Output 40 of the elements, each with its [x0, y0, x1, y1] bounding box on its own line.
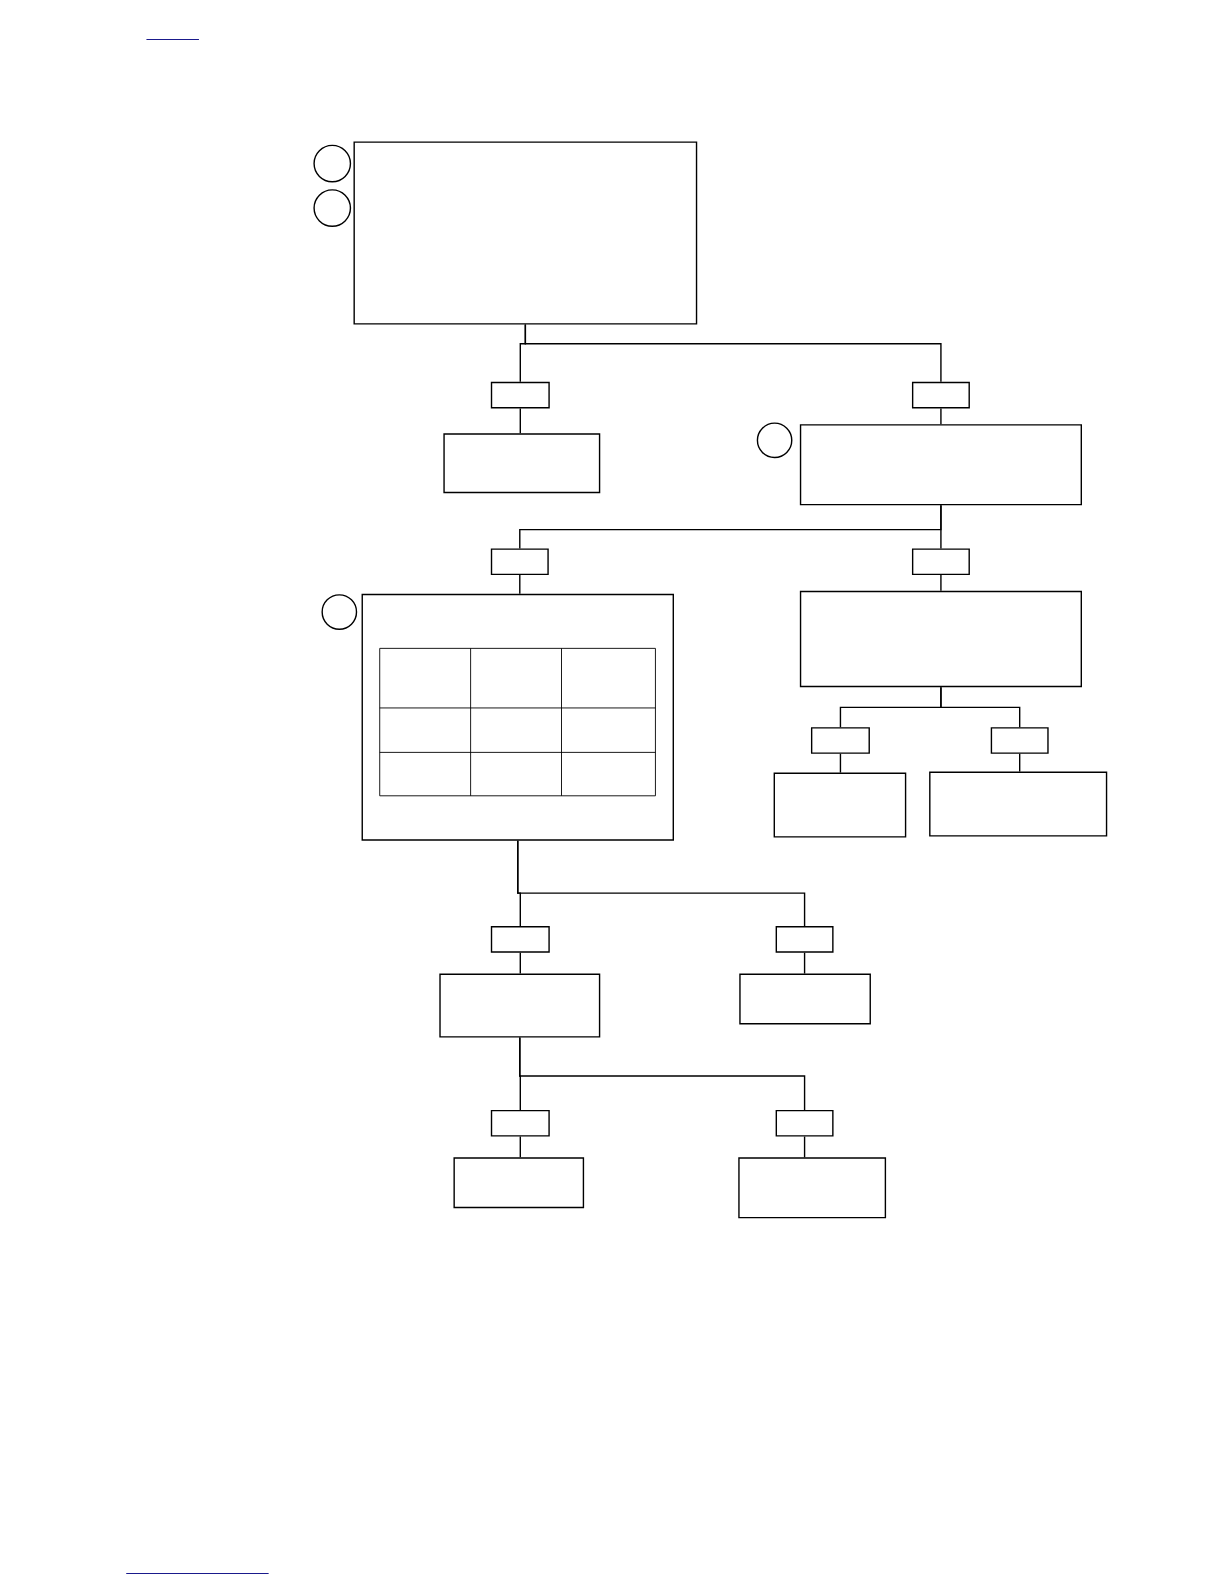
- process-box: [453, 1157, 585, 1209]
- process-box: [799, 424, 1082, 506]
- connector-box: [911, 381, 970, 409]
- connector-box: [911, 548, 970, 576]
- process-box: [361, 593, 674, 841]
- process-box: [739, 973, 871, 1025]
- connector-box: [775, 1109, 834, 1137]
- process-box: [799, 590, 1082, 688]
- connector-box: [810, 727, 870, 754]
- connector-line: [803, 952, 806, 975]
- process-box: [929, 771, 1108, 837]
- process-box: [443, 433, 601, 494]
- connector-line: [839, 753, 842, 774]
- callout-circle: [313, 144, 352, 183]
- process-box: [439, 973, 601, 1038]
- connector-box: [490, 1109, 550, 1137]
- connector-line: [517, 839, 806, 927]
- connector-line: [940, 407, 942, 425]
- connector-line: [1019, 753, 1021, 773]
- connector-box: [990, 727, 1049, 754]
- connector-line: [519, 407, 521, 434]
- process-box: [773, 772, 907, 838]
- connector-line: [803, 1135, 806, 1159]
- connector-box: [490, 926, 550, 953]
- connector-box: [490, 548, 549, 576]
- connector-line: [940, 574, 942, 592]
- callout-circle: [756, 422, 793, 459]
- connector-line: [940, 504, 942, 550]
- callout-circle: [313, 189, 352, 227]
- process-box: [353, 141, 698, 325]
- connector-line: [519, 1135, 521, 1159]
- connector-box: [775, 926, 834, 953]
- connector-line: [519, 952, 521, 975]
- callout-circle: [321, 594, 358, 630]
- connector-line: [940, 686, 1021, 728]
- connector-box: [490, 381, 550, 409]
- connector-line: [519, 1036, 806, 1111]
- connector-line: [524, 323, 942, 383]
- process-box: [738, 1157, 887, 1219]
- connector-line: [519, 574, 521, 595]
